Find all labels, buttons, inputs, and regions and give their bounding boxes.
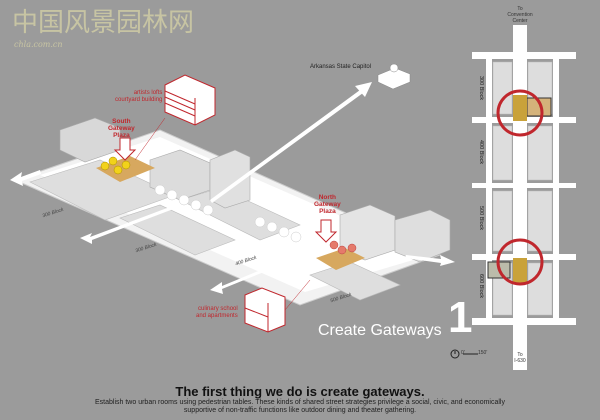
label-line: To xyxy=(517,352,523,358)
label-line: Center xyxy=(512,18,528,24)
scale-bar xyxy=(450,349,478,359)
direction-arrows xyxy=(10,82,455,294)
south-plaza-trees xyxy=(100,156,131,175)
label-line: Plaza xyxy=(113,132,130,139)
north-plaza-label: North Gateway Plaza xyxy=(314,194,341,215)
scale-start: 0' xyxy=(461,350,465,356)
north-plaza-arrow xyxy=(314,219,338,243)
artists-lofts-building xyxy=(164,74,216,126)
street-trees xyxy=(154,184,302,243)
plan-top-label: To Convention Center xyxy=(500,6,540,24)
body-text-line: Establish two urban rooms using pedestri… xyxy=(95,399,505,406)
callout-line: artists lofts xyxy=(133,90,163,96)
label-line: To xyxy=(517,6,523,12)
plan-bottom-label: To I-630 xyxy=(500,352,540,364)
block-label: 400 Block xyxy=(478,140,484,165)
watermark-url: chla.com.cn xyxy=(14,40,63,49)
label-line: North xyxy=(318,194,337,201)
scale-end: 150' xyxy=(478,350,488,356)
label-line: Gateway xyxy=(108,125,135,132)
block-label: 600 Block xyxy=(478,274,484,299)
artists-lofts-callout: artists lofts courtyard building xyxy=(115,90,162,104)
body-text-line: supportive of non-traffic functions like… xyxy=(183,407,417,414)
label-line: Gateway xyxy=(314,201,341,208)
label-line: Convention xyxy=(507,12,533,18)
label-line: South xyxy=(112,118,131,125)
south-gateway-highlight-circle xyxy=(496,238,544,286)
callout-line: culinary school xyxy=(198,306,238,312)
south-plaza-label: South Gateway Plaza xyxy=(108,118,135,139)
landmark-label: Arkansas State Capitol xyxy=(310,64,372,70)
culinary-school-callout: culinary school and apartments xyxy=(196,306,238,320)
north-plaza xyxy=(316,248,365,270)
label-line: I-630 xyxy=(514,358,526,364)
state-capitol-building xyxy=(377,63,411,90)
callout-line: and apartments xyxy=(196,313,238,319)
south-plaza-arrow xyxy=(113,137,137,161)
diagram-title: Create Gateways xyxy=(318,322,442,339)
culinary-school-building xyxy=(244,287,286,333)
north-gateway-highlight-circle xyxy=(496,89,544,137)
watermark-logo: 中国风景园林网 xyxy=(12,8,195,38)
leader-line xyxy=(284,279,311,311)
headline: The first thing we do is create gateways… xyxy=(175,384,425,399)
label-line: Plaza xyxy=(319,208,336,215)
callout-line: courtyard building xyxy=(115,97,163,103)
diagram-number: 1 xyxy=(448,293,473,342)
block-label: 500 Block xyxy=(478,206,484,231)
leader-line xyxy=(134,117,166,161)
north-plaza-trees xyxy=(329,240,357,255)
site-plan xyxy=(472,25,576,370)
block-label: 300 Block xyxy=(478,76,484,101)
